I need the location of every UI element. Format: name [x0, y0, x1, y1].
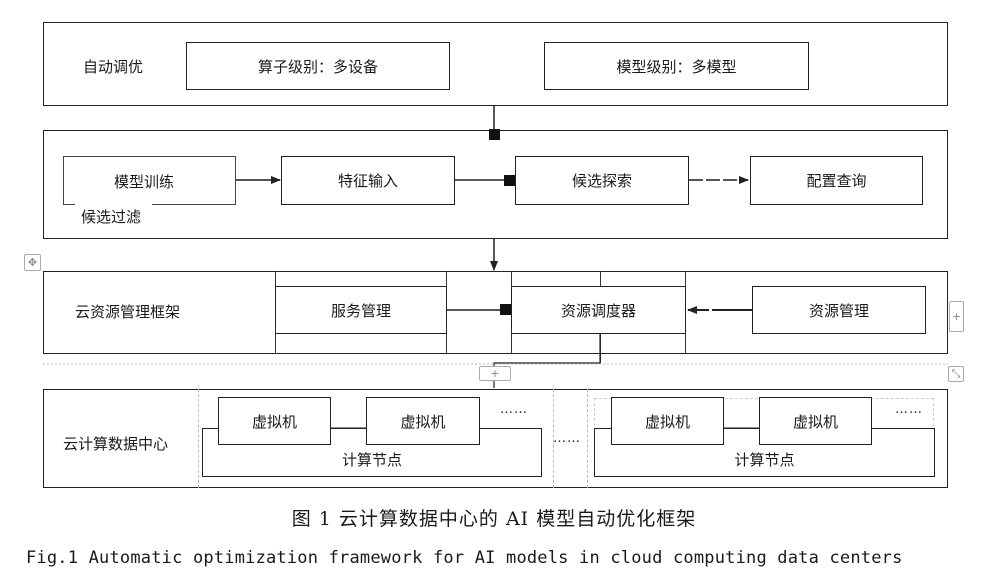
feature-input-box: 特征输入: [281, 156, 455, 205]
vm-box-2: 虚拟机: [366, 397, 480, 445]
datacenter-divider-1: [198, 389, 199, 488]
candidate-search-box: 候选探索: [515, 156, 689, 205]
service-management-label: 服务管理: [330, 301, 391, 320]
compute-node-label-left: 计算节点: [341, 451, 402, 469]
vm-label-3: 虚拟机: [644, 412, 690, 431]
node-ellipsis-middle: ……: [553, 431, 581, 446]
datacenter-divider-3: [587, 389, 588, 488]
model-training-box-edge-right: [152, 204, 236, 205]
move-handle-icon[interactable]: ✥: [24, 254, 41, 271]
resource-management-label: 资源管理: [808, 301, 869, 320]
vm-ellipsis-left: ……: [500, 402, 528, 417]
junction-square-top: [489, 129, 500, 140]
caption-english: Fig.1 Automatic optimization framework f…: [26, 548, 903, 568]
auto-tuning-title: 自动调优: [83, 58, 144, 76]
model-level-box: 模型级别：多模型: [544, 42, 809, 90]
cloud-grid-v5: [600, 271, 601, 287]
model-training-box: [63, 156, 236, 205]
config-query-label: 配置查询: [806, 172, 867, 190]
vm-label-1: 虚拟机: [251, 412, 297, 431]
operator-level-box: 算子级别：多设备: [186, 42, 450, 90]
datacenter-divider-2: [553, 389, 554, 488]
model-level-label: 模型级别：多模型: [616, 57, 737, 76]
vm-ellipsis-right: ……: [895, 402, 923, 417]
compute-node-label-right: 计算节点: [734, 451, 795, 469]
feature-input-label: 特征输入: [337, 172, 398, 190]
model-training-box-edge: [63, 204, 75, 205]
candidate-filter-label: 候选过滤: [81, 208, 142, 226]
resize-handle-icon[interactable]: ⤡: [948, 366, 964, 382]
operator-level-label: 算子级别：多设备: [257, 57, 378, 76]
model-training-label: 模型训练: [114, 173, 175, 191]
resource-scheduler-label: 资源调度器: [560, 301, 636, 320]
junction-square-search: [504, 175, 515, 186]
resource-management-box: 资源管理: [752, 286, 926, 334]
vm-box-4: 虚拟机: [759, 397, 872, 445]
service-management-box: 服务管理: [275, 286, 447, 334]
vm-label-2: 虚拟机: [400, 412, 446, 431]
add-column-handle-icon[interactable]: +: [949, 301, 964, 332]
cloud-resource-title: 云资源管理框架: [75, 303, 181, 321]
caption-chinese: 图 1 云计算数据中心的 AI 模型自动优化框架: [291, 508, 697, 530]
vm-box-3: 虚拟机: [611, 397, 724, 445]
resource-scheduler-box: 资源调度器: [511, 286, 686, 334]
vm-label-4: 虚拟机: [792, 412, 838, 431]
junction-square-scheduler: [500, 304, 511, 315]
datacenter-title: 云计算数据中心: [63, 435, 169, 453]
add-row-handle-icon[interactable]: +: [479, 366, 511, 381]
candidate-search-label: 候选探索: [571, 172, 632, 190]
config-query-box: 配置查询: [750, 156, 923, 205]
vm-box-1: 虚拟机: [218, 397, 331, 445]
